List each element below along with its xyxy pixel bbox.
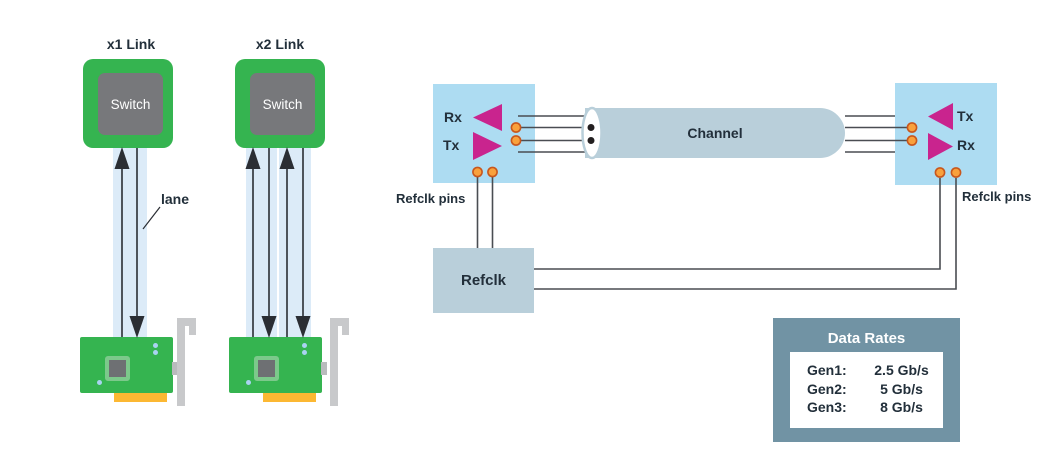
gen-label: Gen1: [807,362,847,378]
rx-label-left: Rx [444,109,462,125]
card-dot-icon [153,343,158,348]
rate-value: 5 Gb/s [880,380,923,397]
channel-cylinder [585,108,845,158]
tx-label-left: Tx [443,137,460,153]
card-dot-icon [97,380,102,385]
lane-band-x2-b [279,148,311,337]
data-rates-table: Data Rates Gen1: 2.5 Gb/s Gen2: 5 Gb/s G… [773,318,960,442]
refclk-wire [534,178,957,290]
lane-band-x2-a [246,148,277,337]
switch-chip-x1: Switch [98,73,163,135]
card-dot-icon [246,380,251,385]
card-dot-icon [153,350,158,355]
card-dot-icon [302,350,307,355]
channel-label: Channel [687,125,743,141]
card-chip-icon [105,356,130,381]
refclk-pins-label-left: Refclk pins [396,191,466,206]
refclk-wire [534,178,941,270]
tx-label-right: Tx [957,108,974,124]
rx-label-right: Rx [957,137,975,153]
switch-chip-x2: Switch [250,73,315,135]
lane-label: lane [161,191,190,207]
transceiver-box-right [895,83,997,185]
card-bracket-stub-x2 [342,326,349,335]
data-rates-title: Data Rates [827,330,906,347]
switch-label-x1: Switch [110,96,151,112]
x2-link-title: x2 Link [255,36,305,52]
card-chip-icon [254,356,279,381]
card-edge-connector [114,393,167,402]
transceiver-box-left [433,84,535,183]
switch-label-x2: Switch [262,96,303,112]
card-bracket-stub-x1 [189,326,196,335]
card-dot-icon [302,343,307,348]
card-notch [172,362,178,375]
card-bracket-x1 [177,318,185,406]
pcie-card-x2 [229,337,327,402]
refclk-box [433,248,534,313]
refclk-label: Refclk [460,272,507,289]
data-rates-body: Gen1: 2.5 Gb/s Gen2: 5 Gb/s Gen3: 8 Gb/s [790,352,943,428]
card-edge-connector [263,393,316,402]
card-bracket-x2 [330,318,338,406]
x1-link-title: x1 Link [106,36,156,52]
refclk-pins-label-right: Refclk pins [962,189,1032,204]
rate-value: 8 Gb/s [880,399,923,415]
data-rates-row: Gen3: 8 Gb/s [790,399,943,418]
card-bracket-tab-x1 [185,318,196,326]
gen-label: Gen2: [807,380,847,397]
data-rates-row: Gen1: 2.5 Gb/s [790,362,943,381]
gen-label: Gen3: [807,399,847,415]
card-notch [321,362,327,375]
pcie-card-x1 [80,337,178,402]
rate-value: 2.5 Gb/s [874,362,929,378]
data-rates-row: Gen2: 5 Gb/s [790,381,943,400]
lane-band-x1 [113,148,147,337]
card-bracket-tab-x2 [338,318,349,326]
